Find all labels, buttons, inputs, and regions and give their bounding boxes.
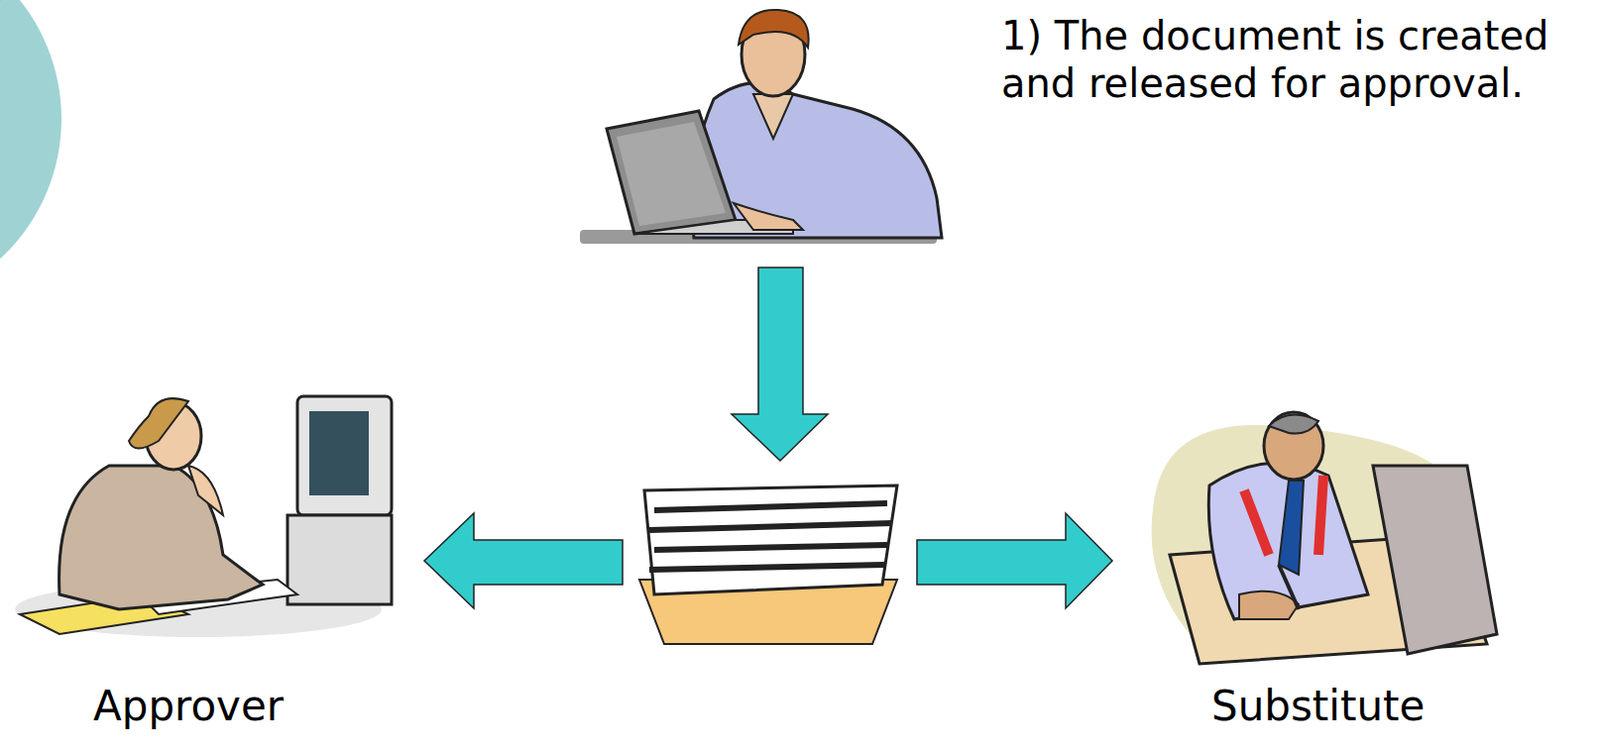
substitute-figure — [1151, 412, 1497, 665]
approver-figure — [14, 396, 392, 638]
role-label: Substitute — [1211, 682, 1425, 732]
step-note: 1) The document is created and released … — [1001, 11, 1587, 108]
flow-arrows — [424, 267, 1113, 609]
corner-circle — [0, 0, 62, 310]
creator-figure — [579, 9, 942, 244]
document-stack — [639, 485, 898, 645]
corner-circle-dark — [0, 0, 2, 92]
role-label: Approver — [93, 682, 284, 732]
